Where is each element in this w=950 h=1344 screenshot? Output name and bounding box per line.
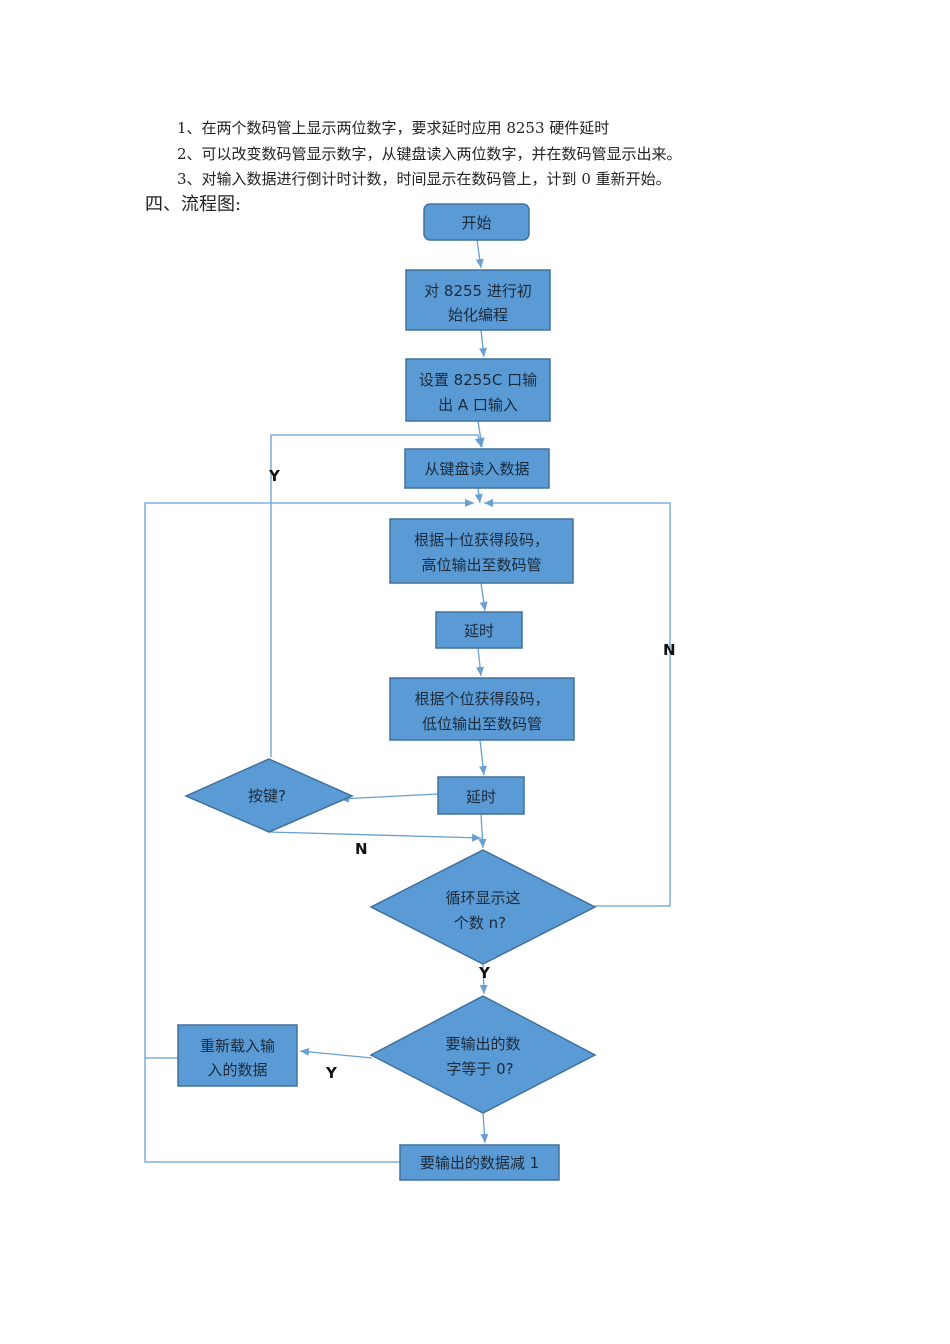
section-title: 四、流程图: [145,194,242,215]
node-reload-line2: 入的数据 [207,1061,267,1079]
edge-key-yes [270,434,483,757]
node-is-zero: 要输出的数 字等于 0? [369,995,597,1114]
edge-key-no [268,831,482,842]
label-key-no: N [355,840,368,858]
node-read-keys-text: 从键盘读入数据 [424,460,529,478]
edge-loop-no [484,499,671,907]
connectors [144,239,671,1163]
node-set-ports-line1: 设置 8255C 口输 [419,371,537,389]
node-ones-line1: 根据个位获得段码， [414,690,549,708]
edge-delay2-loop [478,813,487,849]
node-tens-line1: 根据十位获得段码， [414,531,549,549]
edge-read-tens [474,487,483,504]
node-ones: 根据个位获得段码， 低位输出至数码管 [389,677,575,741]
node-reload: 重新载入输 入的数据 [177,1024,298,1087]
node-decrement-text: 要输出的数据减 1 [420,1154,539,1172]
node-delay-1: 延时 [435,611,523,649]
node-start-text: 开始 [461,214,491,232]
node-ones-line2: 低位输出至数码管 [422,715,542,733]
requirement-3: 3、对输入数据进行倒计时计数，时间显示在数码管上，计到 0 重新开始。 [177,170,671,188]
edge-init-setports [479,329,487,358]
node-loop-n-line1: 循环显示这 [445,889,520,907]
node-init-8255: 对 8255 进行初 始化编程 [405,269,551,331]
label-loop-yes: Y [478,964,491,982]
edge-reload-back [144,499,474,1059]
node-loop-n-line2: 个数 n? [454,914,506,932]
edge-delay1-ones [476,647,485,677]
label-key-yes: Y [268,467,281,485]
node-delay-2: 延时 [437,776,525,815]
node-key-pressed-text: 按键? [248,787,286,805]
edge-loop-yes [479,963,488,995]
node-is-zero-line1: 要输出的数 [445,1035,520,1053]
node-tens-line2: 高位输出至数码管 [421,556,541,574]
node-read-keys: 从键盘读入数据 [404,448,550,489]
node-start: 开始 [423,203,530,241]
node-decrement: 要输出的数据减 1 [399,1144,560,1181]
node-reload-line1: 重新载入输 [200,1037,275,1055]
edge-decrement-back [144,1058,400,1163]
node-delay-2-text: 延时 [466,788,496,806]
node-delay-1-text: 延时 [464,622,494,640]
node-loop-n: 循环显示这 个数 n? [369,849,597,965]
edge-ones-delay2 [479,739,487,776]
requirement-2: 2、可以改变数码管显示数字，从键盘读入两位数字，并在数码管显示出来。 [177,145,682,163]
node-set-ports: 设置 8255C 口输 出 A 口输入 [405,358,551,422]
node-key-pressed: 按键? [184,758,354,833]
requirement-1: 1、在两个数码管上显示两位数字，要求延时应用 8253 硬件延时 [177,119,610,137]
label-zero-yes: Y [325,1064,338,1082]
edge-delay2-key [339,793,439,803]
node-init-8255-line2: 始化编程 [448,306,508,324]
node-tens: 根据十位获得段码， 高位输出至数码管 [389,518,574,584]
edge-zero-yes [299,1047,373,1059]
edge-start-init [475,239,484,269]
node-is-zero-line2: 字等于 0? [446,1060,513,1078]
node-init-8255-line1: 对 8255 进行初 [424,282,532,300]
node-set-ports-line2: 出 A 口输入 [438,396,518,414]
label-loop-no: N [663,641,676,659]
edge-zero-no [480,1112,489,1144]
edge-tens-delay1 [479,582,488,612]
